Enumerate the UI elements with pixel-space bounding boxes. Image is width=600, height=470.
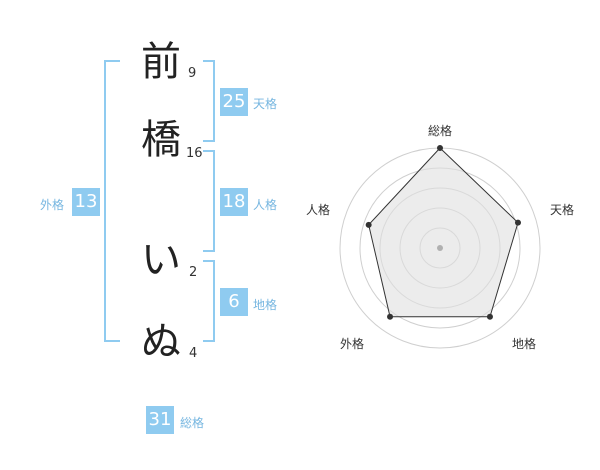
radar-center-dot [437, 245, 443, 251]
radar-label-jinkaku: 人格 [305, 203, 330, 217]
radar-points [365, 145, 521, 320]
radar-score-polygon [368, 147, 519, 318]
tenkaku-label: 天格 [253, 97, 278, 111]
chikaku-bracket [203, 260, 215, 342]
name-char-2: 橋 [141, 117, 181, 163]
soukaku-value-badge: 31 [146, 406, 174, 434]
chikaku-label: 地格 [253, 298, 278, 312]
jinkaku-bracket [203, 150, 215, 252]
jinkaku-label: 人格 [253, 198, 278, 212]
radar-label-tenkaku: 天格 [549, 203, 574, 217]
soukaku-label: 総格 [180, 416, 205, 430]
radar-label-soukaku: 総格 [427, 124, 452, 138]
radar-point [387, 313, 394, 320]
radar-point [486, 313, 493, 320]
tenkaku-value-badge: 25 [220, 88, 248, 116]
radar-point [514, 219, 521, 226]
radar-label-chikaku: 地格 [511, 337, 536, 351]
gaikaku-label: 外格 [40, 198, 65, 212]
stroke-count-1: 9 [188, 66, 197, 81]
tenkaku-bracket [203, 60, 215, 142]
gaikaku-value-badge: 13 [72, 188, 100, 216]
radar-label-gaikaku: 外格 [339, 337, 364, 351]
stroke-count-3: 2 [189, 265, 198, 280]
fortune-radar-chart [339, 145, 541, 349]
name-char-4: ぬ [141, 319, 181, 365]
chikaku-value-badge: 6 [220, 288, 248, 316]
stroke-count-4: 4 [189, 346, 198, 361]
gaikaku-bracket [104, 60, 120, 342]
radar-point [365, 221, 372, 228]
name-char-3: い [141, 237, 181, 283]
stroke-count-2: 16 [186, 146, 203, 161]
radar-point [437, 145, 443, 151]
jinkaku-value-badge: 18 [220, 188, 248, 216]
name-char-1: 前 [141, 39, 181, 85]
